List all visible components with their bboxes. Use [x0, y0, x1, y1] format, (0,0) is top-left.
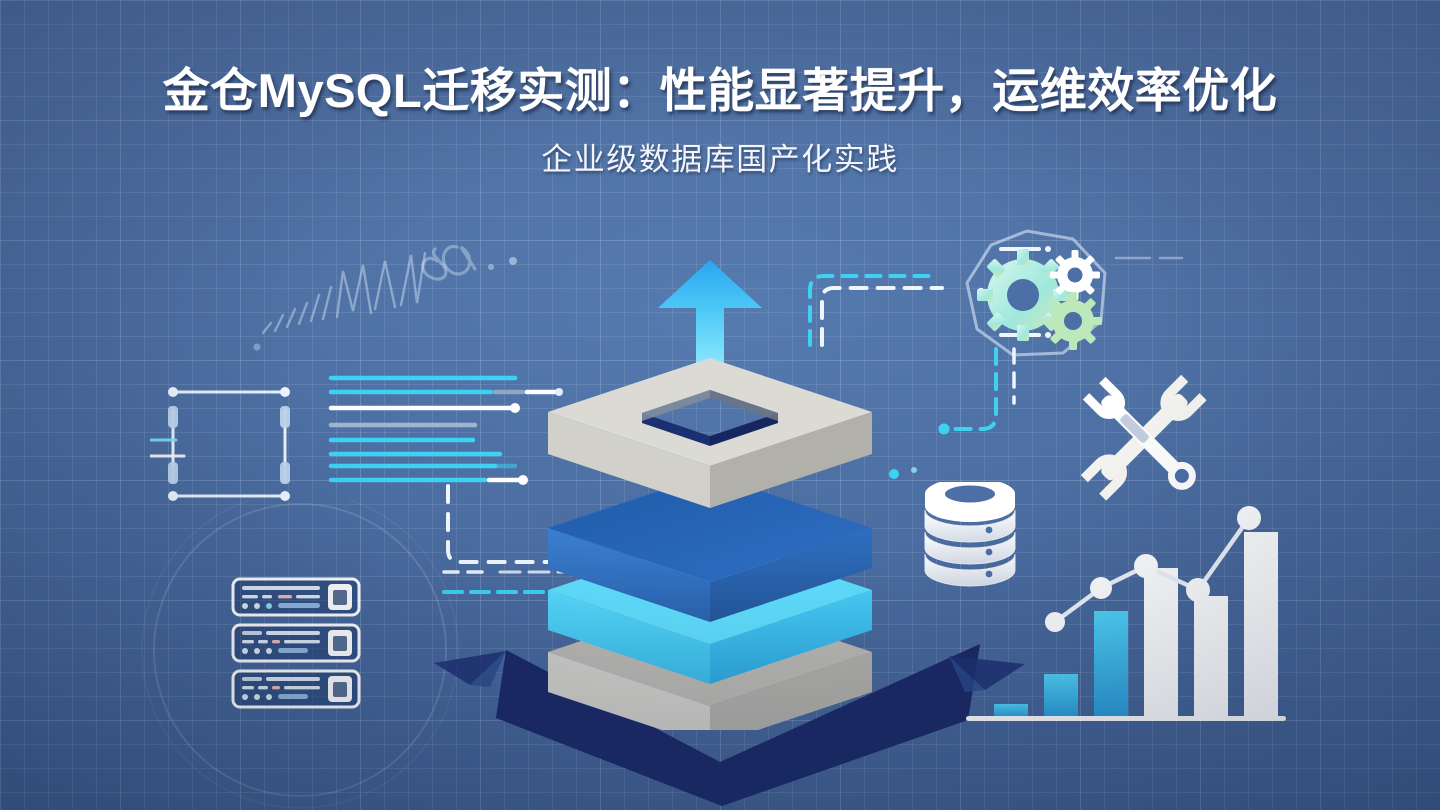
growth-arrow-up	[658, 260, 762, 368]
page-title: 金仓MySQL迁移实测：性能显著提升，运维效率优化	[162, 64, 1278, 117]
accent-dot-cyan	[889, 467, 917, 479]
gears-icon	[965, 229, 1107, 357]
title-block: 金仓MySQL迁移实测：性能显著提升，运维效率优化 企业级数据库国产化实践	[0, 64, 1440, 179]
mysql-handwriting-sketch	[253, 245, 517, 351]
chart-baseline	[966, 716, 1286, 721]
stack-shadow	[496, 644, 980, 806]
server-rack-icon	[231, 577, 361, 709]
isometric-layer-stack	[548, 260, 872, 730]
crossed-wrenches-icon	[1080, 374, 1207, 501]
accent-triangle-right	[949, 656, 1025, 692]
circuit-dashed-path-right	[938, 347, 1016, 435]
circuit-frame-left	[168, 387, 290, 501]
performance-bar-chart	[966, 506, 1286, 721]
gear-large	[977, 249, 1069, 341]
chart-trend-line	[1045, 506, 1261, 632]
accent-dash-top-right	[1114, 256, 1184, 260]
gear-small-green	[1044, 292, 1102, 350]
chart-bars	[994, 532, 1278, 718]
page-subtitle: 企业级数据库国产化实践	[541, 142, 899, 178]
database-cylinder-icon	[924, 482, 1016, 587]
circuit-dashed-path-upper	[808, 274, 944, 347]
accent-dash-left	[150, 438, 186, 458]
decorative-circle	[141, 500, 459, 809]
stack-layer-blue	[548, 474, 872, 622]
circuit-data-lines	[328, 375, 563, 485]
accent-triangle-left	[434, 651, 506, 687]
stack-top-plate	[548, 358, 872, 508]
